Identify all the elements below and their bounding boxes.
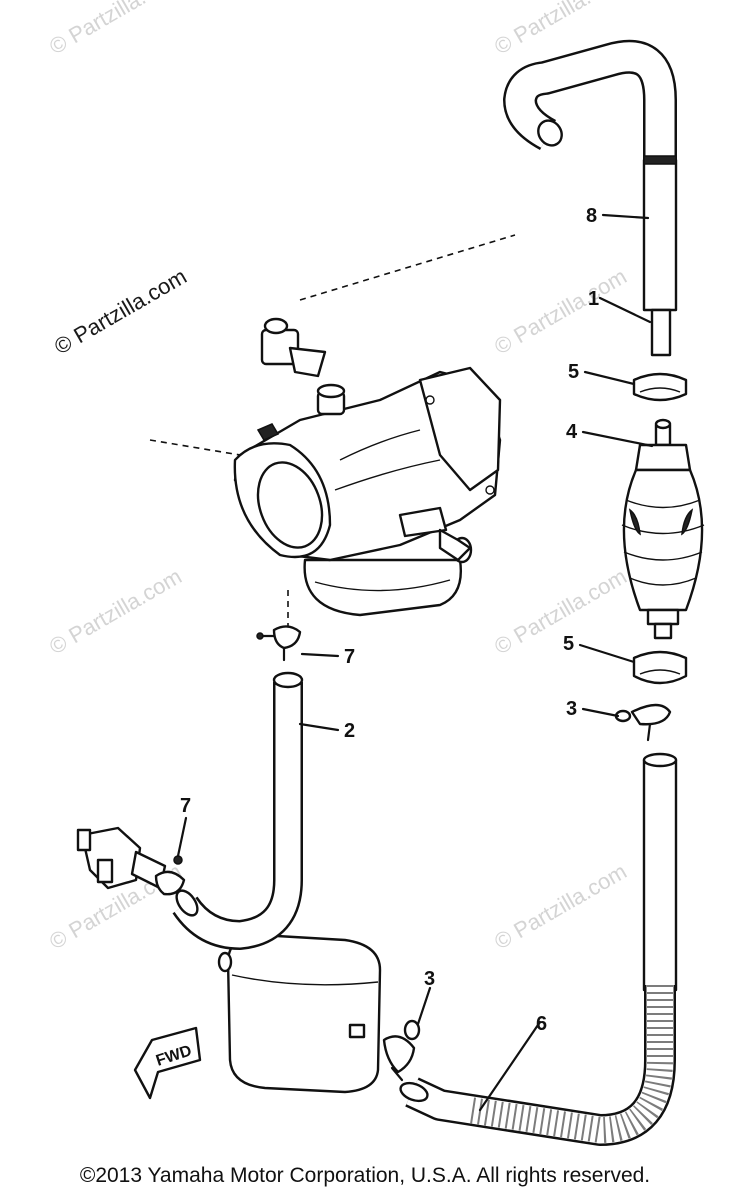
- reference-line: [299, 234, 516, 301]
- leader-lines: [176, 213, 654, 1112]
- callout-3-upper: 3: [566, 698, 577, 720]
- clamp-7-upper: [256, 625, 302, 662]
- callout-3-lower: 3: [424, 968, 435, 990]
- callout-7-upper: 7: [344, 646, 355, 668]
- hose-6: [399, 752, 678, 1146]
- watermark: © Partzilla.com: [45, 0, 186, 59]
- watermark: © Partzilla.com: [490, 564, 631, 660]
- fuel-joint-left: [76, 826, 167, 890]
- fwd-arrow: FWD: [133, 1026, 202, 1100]
- watermark: © Partzilla.com: [45, 564, 186, 660]
- clamp-7-lower: [154, 855, 186, 896]
- hose-8: [503, 39, 678, 357]
- watermark: © Partzilla.com: [490, 264, 631, 360]
- callout-4: 4: [566, 421, 578, 443]
- clamp-3-lower: [382, 1019, 421, 1082]
- callout-2: 2: [344, 720, 355, 742]
- callout-6: 6: [536, 1013, 547, 1035]
- fuel-filter: [217, 933, 382, 1094]
- clamp-3-upper: [614, 703, 672, 742]
- hose-2: [172, 671, 304, 950]
- primer-bulb-4: [621, 418, 705, 640]
- carburetor: [233, 317, 502, 617]
- callout-8: 8: [586, 205, 597, 227]
- callout-5-lower: 5: [563, 633, 574, 655]
- callout-1: 1: [588, 288, 599, 310]
- copyright-notice: ©2013 Yamaha Motor Corporation, U.S.A. A…: [79, 1164, 651, 1187]
- clip-5-lower: [632, 650, 688, 685]
- watermark: © Partzilla.com: [490, 859, 631, 955]
- clip-5-upper: [632, 372, 688, 402]
- callout-7-lower: 7: [180, 795, 191, 817]
- main-watermark: © Partzilla.com: [50, 264, 191, 360]
- callout-5-upper: 5: [568, 361, 579, 383]
